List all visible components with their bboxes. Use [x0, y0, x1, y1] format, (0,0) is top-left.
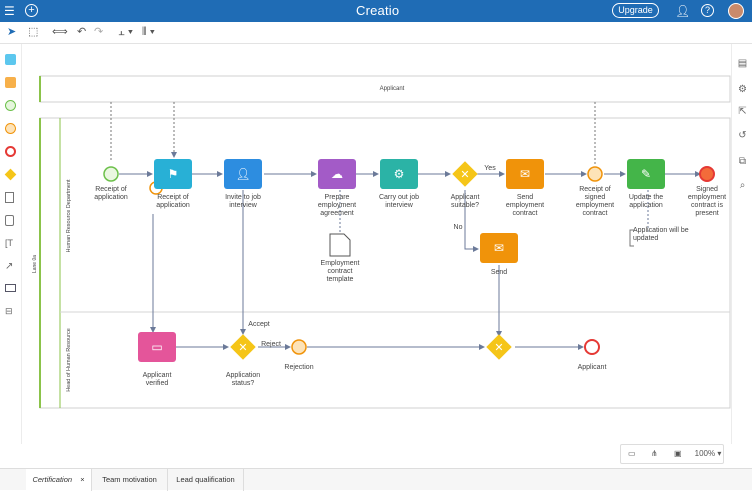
fit-screen-icon[interactable]: ▣ — [674, 449, 682, 458]
end-signed-event[interactable] — [699, 166, 715, 182]
settings-icon[interactable]: ⚙ — [738, 84, 747, 95]
flow-accept: Accept — [248, 321, 270, 328]
label-suitable: Applicant suitable? — [450, 194, 480, 209]
task-update[interactable]: ✎ — [627, 159, 665, 189]
label-verified: Applicant verified — [142, 372, 172, 387]
export-icon[interactable]: ⇱ — [738, 106, 747, 117]
diagram-svg: ✕ ✕ ✕ — [39, 75, 731, 409]
tab-lead-qualification[interactable]: Lead qualification — [168, 469, 244, 491]
pool-label: Applicant — [379, 86, 405, 92]
hand-icon[interactable]: ⟺ — [52, 26, 68, 38]
task-carry[interactable]: ⚙ — [380, 159, 418, 189]
lane-label-head: Head of Human Resource — [66, 328, 72, 392]
process-tabs: Certification × Team motivation Lead qua… — [0, 468, 752, 491]
label-start: Receipt of application — [94, 186, 128, 201]
gateway-status[interactable] — [230, 334, 256, 360]
palette-task-icon[interactable] — [5, 54, 16, 65]
palette-data-store-icon[interactable] — [5, 215, 14, 226]
svg-text:✕: ✕ — [494, 342, 503, 354]
tab-team-motivation[interactable]: Team motivation — [92, 469, 168, 491]
task-send[interactable]: ✉ — [480, 233, 518, 263]
svg-text:✕: ✕ — [460, 169, 469, 181]
gateway-suitable[interactable] — [452, 161, 478, 187]
right-sidebar: ▤ ⚙ ⇱ ↺ ⧉ ⌕ — [731, 44, 752, 444]
label-carry: Carry out job interview — [378, 194, 420, 209]
upgrade-button[interactable]: Upgrade — [612, 3, 659, 18]
end-applicant-event[interactable] — [584, 339, 600, 355]
help-icon[interactable]: ? — [701, 4, 714, 17]
task-receipt[interactable]: ⚑ — [154, 159, 192, 189]
align-icon[interactable]: ⫠ ▾ — [118, 26, 134, 38]
receipt-signed-event[interactable] — [587, 166, 603, 182]
label-end-applicant: Applicant — [577, 364, 607, 371]
label-status: Application status? — [225, 372, 261, 387]
task-invite[interactable]: 👤︎ — [224, 159, 262, 189]
bottom-toolbar: ▭ ⋔ ▣ 100% ▾ — [620, 444, 724, 464]
brand-logo: Creatio — [356, 3, 400, 18]
gateway-merge[interactable] — [486, 334, 512, 360]
redo-icon[interactable]: ↷ — [94, 26, 104, 38]
palette-user-task-icon[interactable] — [5, 77, 16, 88]
palette-document-icon[interactable] — [5, 192, 14, 203]
palette-intermediate-event-icon[interactable] — [5, 123, 16, 134]
label-doc-template: Employment contract template — [320, 260, 360, 283]
share-icon[interactable]: ⋔ — [651, 449, 658, 458]
search-icon[interactable]: ⌕ — [739, 180, 746, 191]
add-icon[interactable]: + — [25, 4, 38, 17]
undo-icon[interactable]: ↶ — [77, 26, 87, 38]
label-end-signed: Signed employment contract is present — [687, 186, 727, 217]
label-send: Send — [490, 269, 508, 276]
palette-annotation-icon[interactable]: [T — [5, 238, 13, 248]
document-template[interactable] — [329, 233, 351, 257]
task-prepare[interactable]: ☁ — [318, 159, 356, 189]
distribute-icon[interactable]: ⫴ ▾ — [142, 26, 156, 38]
task-verified[interactable]: ▭ — [138, 332, 176, 362]
palette-pool-icon[interactable] — [5, 284, 16, 292]
palette-start-event-icon[interactable] — [5, 100, 16, 111]
palette-gateway-icon[interactable] — [4, 168, 17, 181]
element-palette: [T ↗ ⊟ — [0, 44, 22, 444]
zoom-select[interactable]: 100% ▾ — [694, 449, 722, 458]
flow-reject: Reject — [261, 341, 281, 348]
pointer-icon[interactable]: ➤ — [7, 26, 17, 38]
applicant-pool[interactable] — [39, 75, 731, 103]
start-event[interactable] — [103, 166, 119, 182]
history-icon[interactable]: ↺ — [738, 130, 747, 141]
flow-yes: Yes — [484, 165, 496, 172]
tab-certification[interactable]: Certification × — [26, 469, 92, 491]
properties-icon[interactable]: ▤ — [737, 58, 748, 69]
rejection-event[interactable] — [291, 339, 307, 355]
label-update: Update the application — [628, 194, 664, 209]
copy-icon[interactable]: ⧉ — [738, 156, 747, 167]
side-label: Lane 0a — [32, 254, 38, 274]
label-rejection: Rejection — [284, 364, 314, 371]
menu-icon[interactable]: ☰ — [4, 4, 15, 18]
label-receipt-signed: Receipt of signed employment contract — [575, 186, 615, 217]
avatar[interactable] — [728, 3, 744, 19]
comment-icon[interactable]: ▭ — [628, 449, 636, 458]
top-bar: ☰ + Creatio Upgrade 👤︎ ? — [0, 0, 752, 22]
close-icon[interactable]: × — [80, 475, 85, 484]
svg-text:✕: ✕ — [238, 342, 247, 354]
label-invite: Invite to job interview — [225, 194, 261, 209]
label-prepare: Prepare employment agreement — [317, 194, 357, 217]
label-note-updated: Application will be updated — [633, 227, 689, 242]
diagram-canvas[interactable]: ✕ ✕ ✕ Applicant Human Resource Departmen… — [22, 44, 731, 466]
palette-lane-icon[interactable]: ⊟ — [5, 306, 13, 316]
label-send-contract: Send employment contract — [505, 194, 545, 217]
label-receipt: Receipt of application — [156, 194, 190, 209]
palette-end-event-icon[interactable] — [5, 146, 16, 157]
palette-connector-icon[interactable]: ↗ — [5, 261, 14, 272]
diagram-toolbar: ➤ ⬚ ⟺ ↶ ↷ ⫠ ▾ ⫴ ▾ — [0, 22, 752, 44]
lane-label-hr: Human Resource Department — [66, 179, 72, 253]
flow-no: No — [453, 224, 463, 231]
select-area-icon[interactable]: ⬚ — [28, 26, 39, 38]
task-send-contract[interactable]: ✉ — [506, 159, 544, 189]
user-icon[interactable]: 👤︎ — [675, 4, 691, 18]
